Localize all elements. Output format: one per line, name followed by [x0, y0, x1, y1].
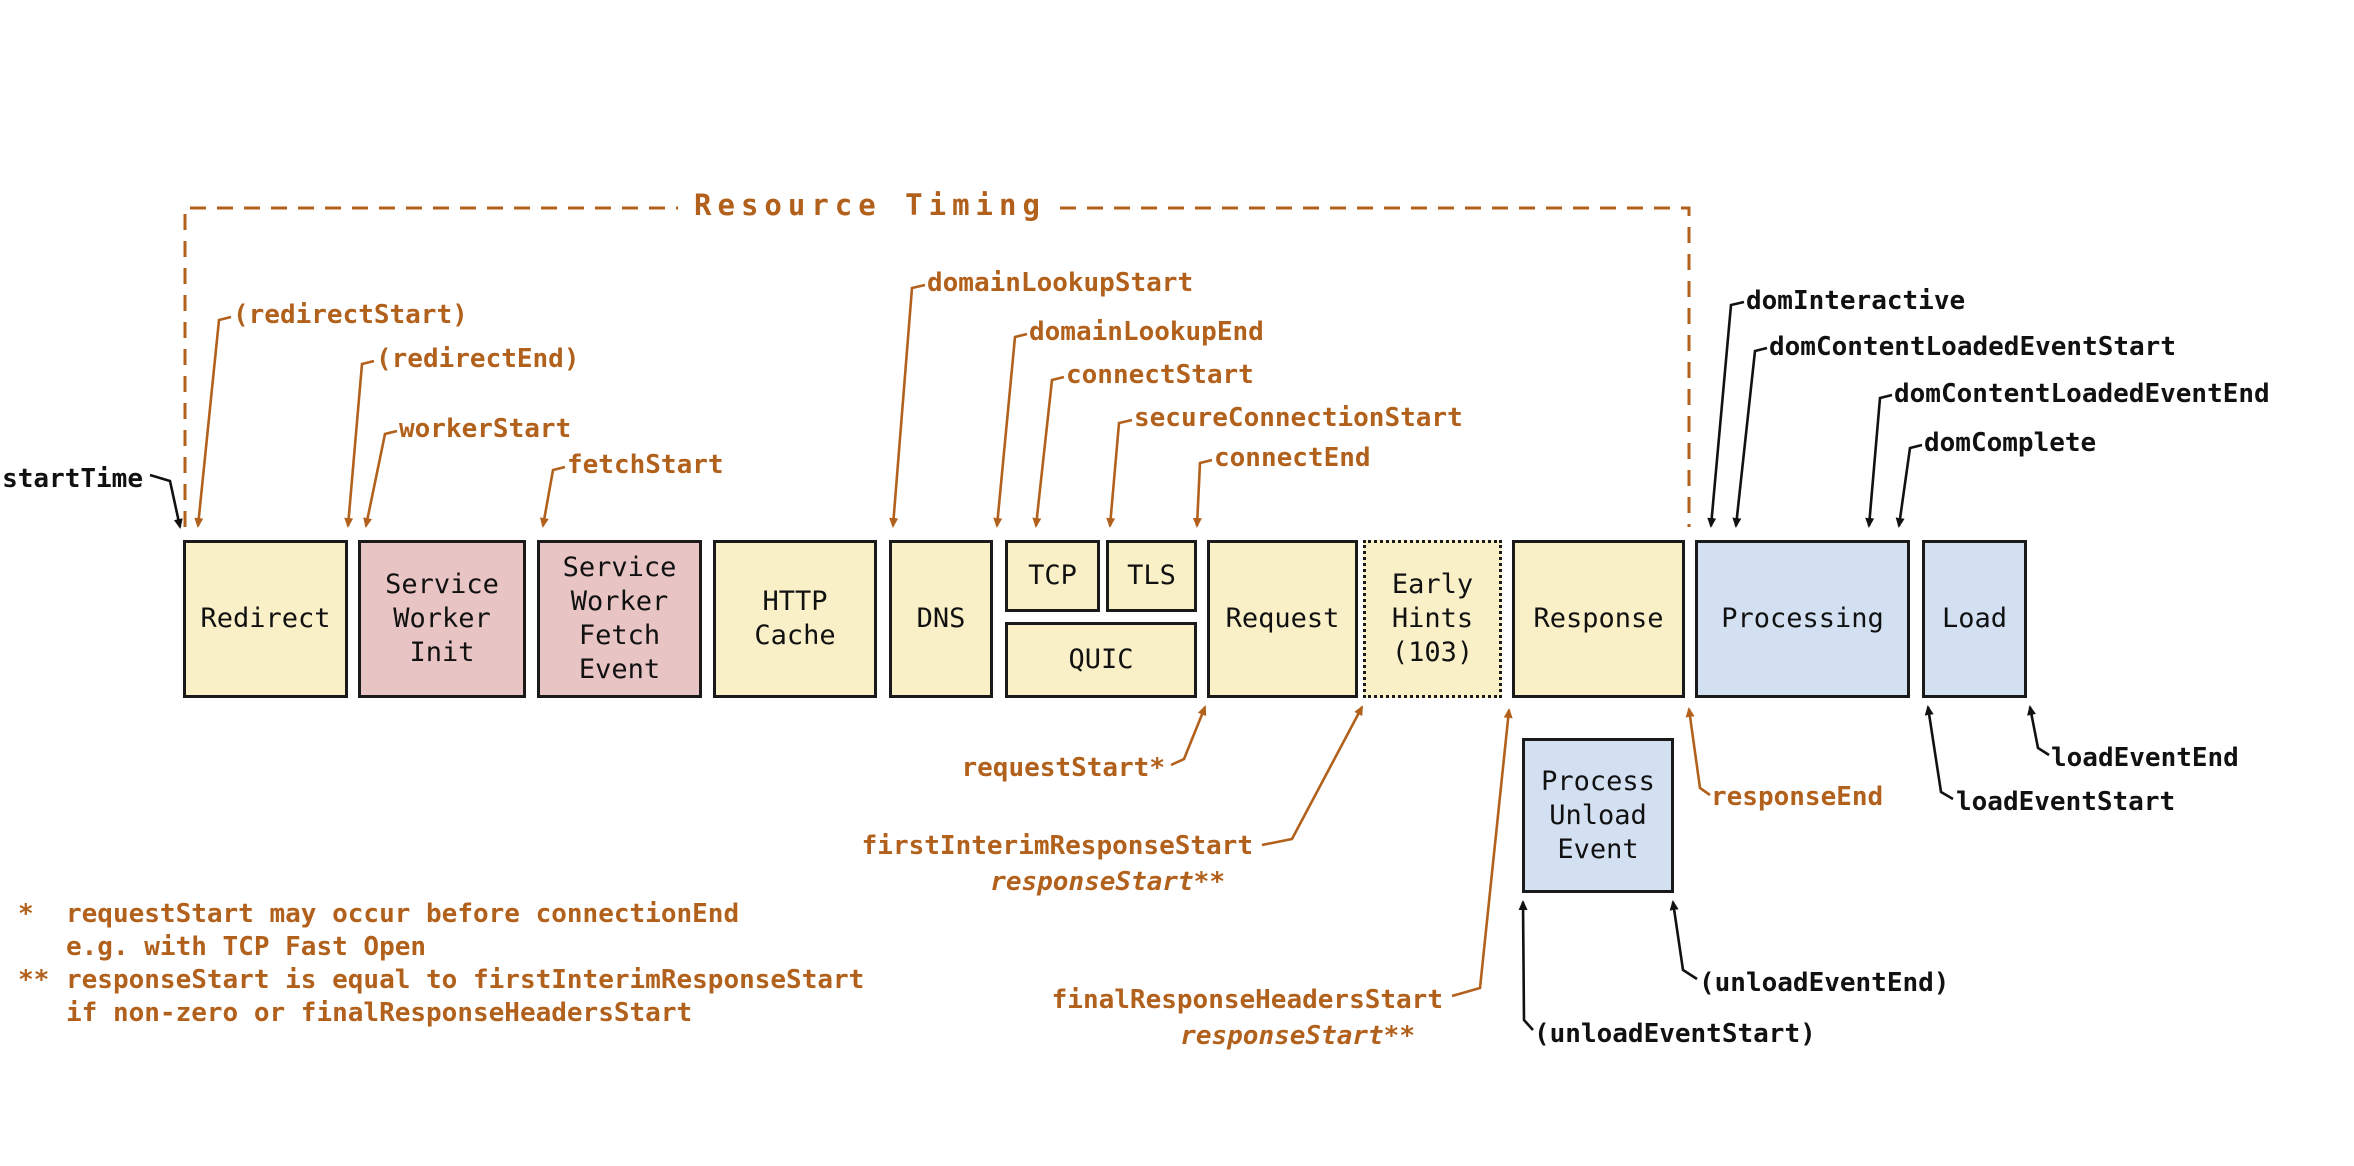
label-redirect-end: (redirectEnd) — [376, 344, 580, 374]
box-process-unload-event-label: Process Unload Event — [1541, 765, 1655, 865]
arrow-request-start — [1170, 705, 1207, 767]
arrow-redirect-end — [344, 359, 375, 528]
box-service-worker-init-label: Service Worker Init — [385, 569, 499, 668]
arrow-first-interim-response-start — [1261, 705, 1364, 847]
box-early-hints-label: Early Hints (103) — [1391, 569, 1474, 668]
arrow-domain-lookup-start — [889, 283, 926, 528]
arrow-connect-end — [1192, 458, 1213, 528]
box-load: Load — [1922, 540, 2027, 698]
box-http-cache-label: HTTP Cache — [754, 586, 836, 651]
arrow-unload-event-end — [1669, 900, 1698, 981]
box-processing-label: Processing — [1721, 603, 1884, 634]
box-tcp: TCP — [1005, 540, 1100, 612]
arrow-start-time — [149, 473, 183, 529]
box-tcp-label: TCP — [1028, 560, 1077, 591]
label-dom-content-loaded-event-start: domContentLoadedEventStart — [1769, 332, 2176, 362]
footnote-1-line-1: requestStart may occur before connection… — [66, 899, 740, 929]
label-load-event-start: loadEventStart — [1956, 787, 2176, 817]
box-quic: QUIC — [1005, 622, 1197, 698]
arrow-load-event-start — [1924, 705, 1954, 801]
box-request: Request — [1207, 540, 1358, 698]
box-service-worker-fetch-event-label: Service Worker Fetch Event — [562, 552, 677, 685]
footnotes: * requestStart may occur before connecti… — [18, 898, 864, 1030]
label-load-event-end: loadEventEnd — [2051, 743, 2239, 773]
footnote-2-line-1: responseStart is equal to firstInterimRe… — [66, 965, 865, 995]
box-tls-label: TLS — [1127, 560, 1176, 591]
box-load-label: Load — [1941, 603, 2008, 634]
label-dom-complete: domComplete — [1924, 428, 2097, 458]
box-process-unload-event: Process Unload Event — [1522, 738, 1674, 893]
arrow-dom-content-loaded-event-start — [1732, 346, 1768, 528]
arrow-worker-start — [363, 429, 398, 528]
label-worker-start: workerStart — [399, 414, 572, 444]
box-processing: Processing — [1695, 540, 1910, 698]
box-early-hints: Early Hints (103) — [1363, 540, 1502, 698]
label-fetch-start: fetchStart — [567, 450, 724, 480]
label-domain-lookup-start: domainLookupStart — [927, 268, 1194, 298]
arrow-dom-interactive — [1707, 300, 1745, 528]
label-response-start-final: responseStart** — [1180, 1021, 1415, 1051]
footnote-marker-2: ** — [18, 965, 50, 995]
arrow-dom-complete — [1895, 443, 1923, 528]
label-domain-lookup-end: domainLookupEnd — [1029, 317, 1264, 347]
box-redirect: Redirect — [183, 540, 348, 698]
arrow-secure-connection-start — [1106, 418, 1133, 528]
label-unload-event-start: (unloadEventStart) — [1534, 1019, 1816, 1049]
arrow-dom-content-loaded-event-end — [1865, 393, 1893, 528]
label-final-response-headers-start: finalResponseHeadersStart — [1051, 985, 1443, 1015]
box-response: Response — [1512, 540, 1685, 698]
arrow-response-end — [1685, 707, 1711, 797]
label-secure-connection-start: secureConnectionStart — [1134, 403, 1463, 433]
box-request-label: Request — [1225, 603, 1340, 634]
box-http-cache: HTTP Cache — [713, 540, 877, 698]
label-response-start-interim: responseStart** — [990, 867, 1225, 897]
box-service-worker-init: Service Worker Init — [358, 540, 526, 698]
arrow-redirect-start — [194, 315, 232, 528]
box-dns-label: DNS — [916, 603, 966, 634]
label-request-start: requestStart* — [961, 753, 1166, 783]
label-redirect-start: (redirectStart) — [233, 300, 468, 330]
resource-timing-title: Resource Timing — [694, 188, 1046, 222]
label-start-time: startTime — [2, 464, 143, 494]
label-unload-event-end: (unloadEventEnd) — [1699, 968, 1950, 998]
box-response-label: Response — [1533, 603, 1664, 634]
label-response-end: responseEnd — [1711, 782, 1884, 812]
arrow-final-response-headers-start — [1451, 708, 1513, 998]
box-service-worker-fetch-event: Service Worker Fetch Event — [537, 540, 702, 698]
box-dns: DNS — [889, 540, 993, 698]
arrow-connect-start — [1032, 375, 1065, 528]
box-tls: TLS — [1106, 540, 1197, 612]
label-connect-end: connectEnd — [1214, 443, 1371, 473]
label-dom-content-loaded-event-end: domContentLoadedEventEnd — [1894, 379, 2270, 409]
label-connect-start: connectStart — [1066, 360, 1254, 390]
arrow-domain-lookup-end — [993, 332, 1028, 528]
footnote-2-line-2: if non-zero or finalResponseHeadersStart — [66, 998, 693, 1028]
arrow-unload-event-start — [1518, 900, 1534, 1031]
arrow-fetch-start — [539, 465, 566, 528]
box-quic-label: QUIC — [1068, 644, 1134, 675]
label-dom-interactive: domInteractive — [1746, 286, 1966, 316]
arrow-load-event-end — [2027, 705, 2050, 757]
box-redirect-label: Redirect — [200, 603, 331, 634]
footnote-1-line-2: e.g. with TCP Fast Open — [66, 932, 427, 962]
label-first-interim-response-start: firstInterimResponseStart — [861, 831, 1253, 861]
footnote-marker-1: * — [18, 899, 34, 929]
